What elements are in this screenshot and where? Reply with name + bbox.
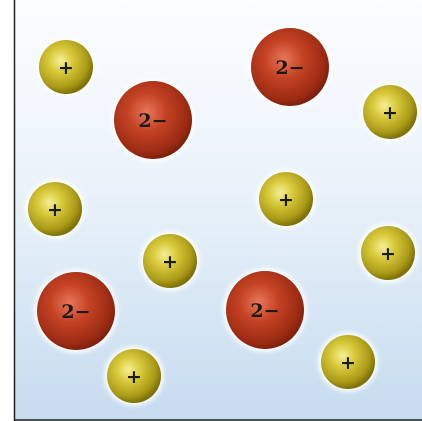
anion-sphere [226,271,304,349]
cation-charge-label: + [340,352,356,374]
cation-charge-label: + [278,189,294,211]
cation-charge-label: + [380,243,396,265]
cation-ion-4: + [256,169,316,229]
anion-ion-2: 2− [111,78,195,162]
anion-ion-1: 2− [248,25,332,109]
anion-sphere [114,81,192,159]
cation-ion-6: + [358,223,418,283]
anion-charge-label: 2− [138,110,167,132]
cation-ion-3: + [25,179,85,239]
anion-charge-label: 2− [61,301,90,323]
cation-sphere [28,182,82,236]
cation-ion-2: + [360,82,420,142]
cation-charge-label: + [126,366,142,388]
anion-ion-3: 2− [34,269,118,353]
anion-sphere [251,28,329,106]
cation-charge-label: + [162,251,178,273]
cation-charge-label: + [58,57,74,79]
anion-charge-label: 2− [275,57,304,79]
anion-charge-label: 2− [250,300,279,322]
cation-ion-1: + [36,37,96,97]
ions-layer: + + + + + + + +2− 2− 2− 2− [25,25,420,406]
cation-sphere [39,40,93,94]
anion-sphere [37,272,115,350]
cation-sphere [361,226,415,280]
cation-sphere [107,349,161,403]
cation-ion-5: + [140,231,200,291]
cation-sphere [321,335,375,389]
cation-sphere [143,234,197,288]
cation-ion-7: + [104,346,164,406]
cation-sphere [259,172,313,226]
cation-charge-label: + [47,199,63,221]
cation-charge-label: + [382,102,398,124]
anion-ion-4: 2− [223,268,307,352]
cation-ion-8: + [318,332,378,392]
cation-sphere [363,85,417,139]
